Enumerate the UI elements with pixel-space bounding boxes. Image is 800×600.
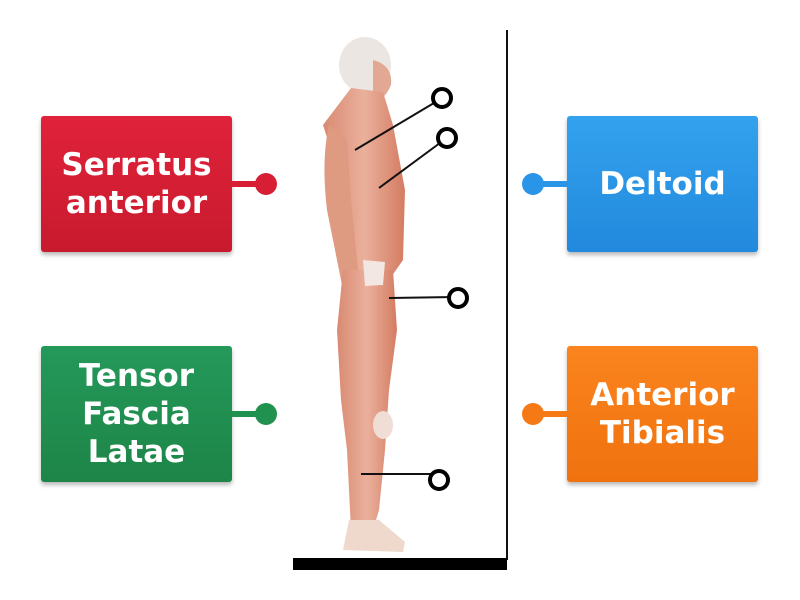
drag-handle-tfl[interactable] xyxy=(255,403,277,425)
connector-tibialis xyxy=(535,411,568,417)
connector-deltoid xyxy=(535,181,568,187)
label-text: Serratus anterior xyxy=(61,147,212,221)
drop-target-pin-4[interactable] xyxy=(428,469,450,491)
label-tile-deltoid[interactable]: Deltoid xyxy=(567,116,758,252)
label-tile-anterior-tibialis[interactable]: Anterior Tibialis xyxy=(567,346,758,482)
drag-handle-tibialis[interactable] xyxy=(522,403,544,425)
label-text: Tensor Fascia Latae xyxy=(78,358,195,470)
drop-target-pin-3[interactable] xyxy=(447,287,469,309)
drag-handle-serratus[interactable] xyxy=(255,173,277,195)
drop-target-pin-2[interactable] xyxy=(436,127,458,149)
drop-target-pin-1[interactable] xyxy=(431,87,453,109)
drag-handle-deltoid[interactable] xyxy=(522,173,544,195)
label-text: Deltoid xyxy=(599,166,726,202)
connector-tfl xyxy=(232,411,266,417)
anatomy-figure-icon xyxy=(323,37,456,552)
divider-line xyxy=(506,30,508,560)
anatomy-figure-image xyxy=(293,30,507,570)
label-tile-serratus-anterior[interactable]: Serratus anterior xyxy=(41,116,232,252)
figure-base-bar xyxy=(293,558,507,570)
label-text: Anterior Tibialis xyxy=(590,377,735,451)
connector-serratus xyxy=(232,181,266,187)
label-tile-tensor-fascia-latae[interactable]: Tensor Fascia Latae xyxy=(41,346,232,482)
